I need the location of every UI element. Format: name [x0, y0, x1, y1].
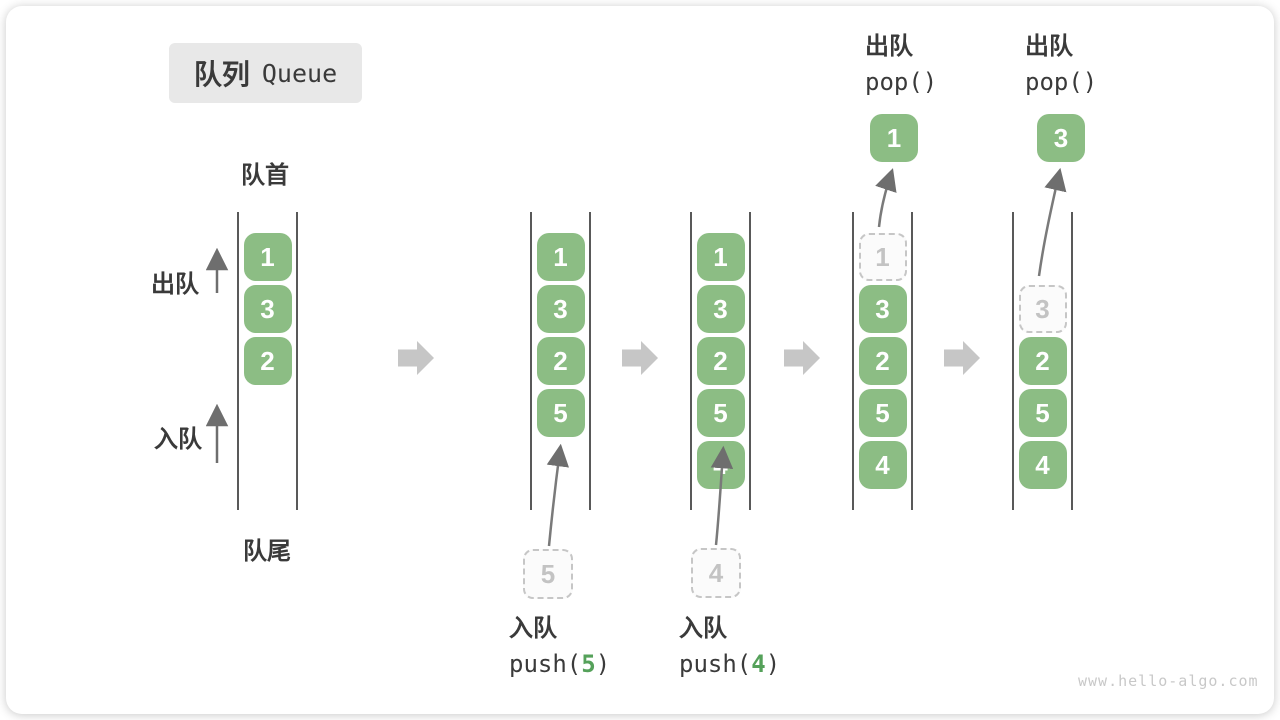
- push-arg-value: 4: [751, 650, 766, 678]
- queue-front-label: 队首: [241, 162, 289, 189]
- staged-enqueue-value: 4: [691, 548, 741, 598]
- queue-item: 1: [243, 233, 292, 281]
- pop-operation-label: 出队 pop(): [1025, 30, 1097, 100]
- staged-enqueue-value: 5: [523, 549, 573, 599]
- queue-state-4: 1 3 2 5 4: [852, 212, 913, 510]
- queue-item: 3: [243, 285, 292, 333]
- pop-label-chinese: 出队: [1025, 33, 1073, 60]
- title-chinese: 队列: [193, 59, 250, 90]
- queue-state-1: 1 3 2: [237, 212, 298, 510]
- queue-item: 5: [696, 389, 745, 437]
- pop-label-code: pop(): [865, 68, 938, 96]
- queue-item: 2: [696, 337, 745, 385]
- queue-item-removed: 1: [858, 233, 907, 281]
- queue-item: 2: [858, 337, 907, 385]
- push-label-code: push(5): [509, 650, 611, 678]
- title-english: Queue: [261, 58, 338, 88]
- queue-item: 2: [1018, 337, 1067, 385]
- push-arg-value: 5: [581, 650, 596, 678]
- queue-state-3: 1 3 2 5 4: [690, 212, 751, 510]
- queue-item: 4: [1018, 441, 1067, 489]
- queue-item: 5: [1018, 389, 1067, 437]
- queue-item: 3: [696, 285, 745, 333]
- queue-item: 5: [858, 389, 907, 437]
- push-label-chinese: 入队: [679, 615, 727, 642]
- watermark: www.hello-algo.com: [1078, 672, 1259, 690]
- diagram-card: [6, 6, 1274, 714]
- title-badge: 队列 Queue: [169, 43, 362, 103]
- queue-item: 2: [536, 337, 585, 385]
- queue-rear-label: 队尾: [243, 538, 291, 565]
- popped-value: 1: [870, 114, 918, 162]
- pop-operation-label: 出队 pop(): [865, 30, 937, 100]
- dequeue-side-label: 出队: [151, 271, 199, 298]
- push-operation-label: 入队 push(5): [509, 612, 610, 682]
- push-label-chinese: 入队: [509, 615, 557, 642]
- queue-item: 4: [696, 441, 745, 489]
- queue-item-removed: 3: [1018, 285, 1067, 333]
- queue-item: 1: [696, 233, 745, 281]
- popped-value: 3: [1037, 114, 1085, 162]
- pop-label-code: pop(): [1025, 68, 1098, 96]
- queue-state-5: 3 2 5 4: [1012, 212, 1073, 510]
- pop-label-chinese: 出队: [865, 33, 913, 60]
- queue-item: 2: [243, 337, 292, 385]
- queue-item: 4: [858, 441, 907, 489]
- enqueue-side-label: 入队: [154, 426, 202, 453]
- queue-item: 3: [536, 285, 585, 333]
- queue-item: 3: [858, 285, 907, 333]
- queue-item: 1: [536, 233, 585, 281]
- queue-state-2: 1 3 2 5: [530, 212, 591, 510]
- push-operation-label: 入队 push(4): [679, 612, 780, 682]
- push-label-code: push(4): [679, 650, 781, 678]
- queue-item: 5: [536, 389, 585, 437]
